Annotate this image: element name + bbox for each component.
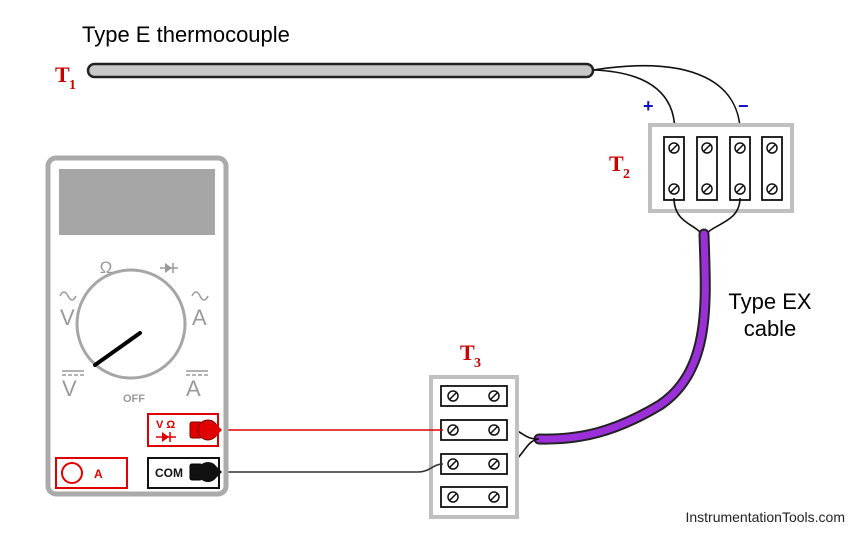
svg-text:V: V: [60, 305, 75, 330]
svg-text:T: T: [609, 151, 624, 176]
dial-pointer: [93, 331, 142, 367]
t3-terminal-strip: [440, 385, 508, 407]
t2-screw: [766, 183, 778, 195]
t3-screw: [488, 491, 500, 503]
t3-screw: [447, 424, 459, 436]
svg-text:2: 2: [623, 167, 630, 182]
amp-jack-socket: [61, 462, 83, 484]
svg-text:V: V: [62, 376, 77, 401]
t2-screw: [701, 183, 713, 195]
dc-amps-mark: A: [186, 370, 208, 401]
t3-screw: [488, 424, 500, 436]
t2-screw: [734, 183, 746, 195]
multimeter: Ω V A V A OFF V Ω: [45, 155, 229, 497]
cable-label: Type EX cable: [728, 289, 811, 341]
svg-text:3: 3: [474, 356, 481, 371]
t2-terminal-strip: [696, 136, 718, 201]
svg-text:cable: cable: [744, 316, 797, 341]
t3-screw: [488, 458, 500, 470]
selector-dial[interactable]: [75, 268, 187, 380]
t2-screw: [668, 183, 680, 195]
plus-sign: +: [643, 96, 654, 116]
black-probe-plug[interactable]: [189, 462, 222, 482]
t1-label: T 1: [55, 62, 76, 93]
ohm-symbol: Ω: [100, 258, 113, 277]
dc-volts-mark: V: [62, 370, 84, 401]
diode-icon: [160, 263, 178, 273]
volt-ohm-jack-label: V Ω: [156, 419, 175, 431]
t2-screw: [668, 142, 680, 154]
multimeter-display: [59, 169, 215, 235]
title-label: Type E thermocouple: [82, 22, 290, 47]
t3-terminal-strips: [440, 385, 508, 508]
ac-volts-mark: V: [59, 291, 77, 330]
t3-screw: [447, 458, 459, 470]
t2-terminal-strips: [663, 136, 783, 201]
svg-text:T: T: [460, 340, 475, 365]
thermocouple-sheath: [86, 62, 595, 79]
t2-terminal-strip: [761, 136, 783, 201]
type-ex-cable: [535, 230, 709, 443]
volt-ohm-jack[interactable]: [147, 413, 219, 447]
watermark: InstrumentationTools.com: [685, 509, 845, 525]
red-probe-plug[interactable]: [189, 419, 222, 441]
svg-text:A: A: [192, 305, 207, 330]
t2-label: T 2: [609, 151, 630, 182]
t3-screw: [447, 491, 459, 503]
svg-text:T: T: [55, 62, 70, 87]
svg-text:Type EX: Type EX: [728, 289, 811, 314]
minus-sign: −: [738, 96, 749, 116]
t2-screw: [734, 142, 746, 154]
svg-text:A: A: [186, 376, 201, 401]
t3-screw: [488, 390, 500, 402]
t2-screw: [766, 142, 778, 154]
amp-jack-label: A: [94, 467, 103, 481]
t2-screw: [701, 142, 713, 154]
ac-amps-mark: A: [191, 291, 209, 330]
svg-text:1: 1: [69, 78, 76, 93]
t3-label: T 3: [460, 340, 481, 371]
com-jack-label: COM: [155, 466, 183, 480]
t3-terminal-strip: [440, 486, 508, 508]
off-label: OFF: [123, 393, 145, 405]
ex-cable-outline: [533, 228, 711, 445]
diode-jack-icon: [156, 432, 176, 442]
t3-screw: [447, 390, 459, 402]
thermocouple-negative-wire: [592, 64, 742, 143]
black-test-lead: [218, 463, 444, 473]
